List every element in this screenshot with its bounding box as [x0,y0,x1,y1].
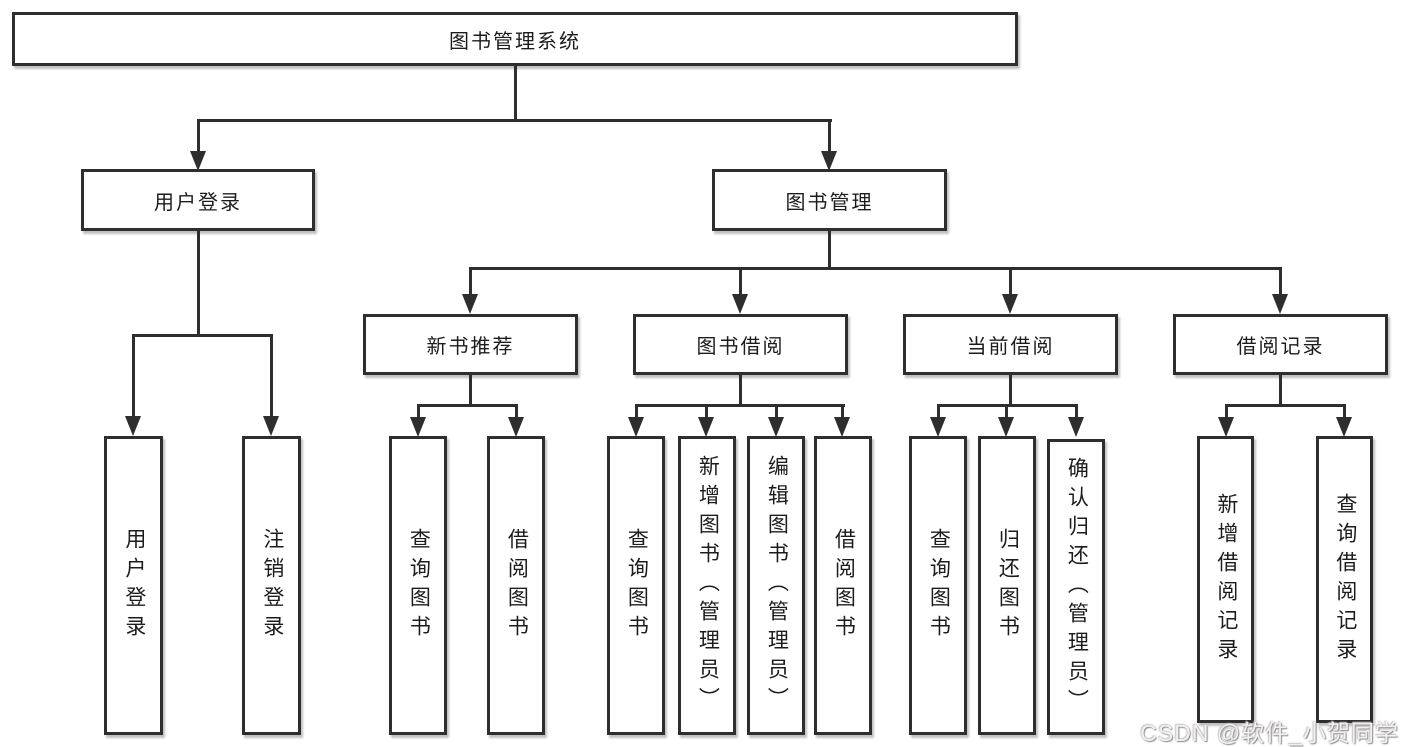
arrow-book-borrow-leaf4 [834,404,851,437]
leaf-query-books-3: 查询图书 [909,436,967,735]
connector-book-mgmt-stem [828,231,831,269]
leaf-return-books: 归还图书 [978,436,1036,735]
leaf-confirm-return-admin: 确认归还（管理员） [1047,439,1105,735]
csdn-watermark: CSDN @软件_小贺同学 [1140,720,1399,746]
node-library-system: 图书管理系统 [12,12,1018,66]
arrow-new-books-leaf1 [410,404,427,437]
arrow-new-books-leaf2 [508,404,525,437]
arrow-current-borrow-leaf3 [1068,404,1085,437]
arrow-borrow-records-leaf2 [1336,404,1353,437]
connector-new-books-stem [469,375,472,406]
node-new-book-recommend: 新书推荐 [363,314,578,375]
arrow-into-logout-leaf [263,334,280,436]
connector-current-borrow-stem [1009,375,1012,406]
arrow-borrow-records-leaf1 [1218,404,1235,437]
arrow-book-borrow-leaf3 [768,404,785,437]
connector-borrow-records-stem [1279,375,1282,406]
arrow-into-user-login [190,119,207,171]
leaf-add-books-admin: 新增图书（管理员） [678,436,736,735]
arrow-current-borrow-leaf2 [998,404,1015,437]
node-borrow-records: 借阅记录 [1173,314,1388,375]
arrow-into-book-management [821,119,838,171]
connector-level3-rail [469,267,1282,270]
leaf-borrow-books-1: 借阅图书 [487,436,545,735]
leaf-query-books-1: 查询图书 [389,436,447,735]
arrow-current-borrow-leaf1 [930,404,947,437]
node-book-borrow: 图书借阅 [633,314,848,375]
connector-borrow-records-rail [1225,404,1346,407]
connector-root-stem [514,66,517,120]
leaf-borrow-books-2: 借阅图书 [814,436,872,735]
arrow-book-borrow-leaf1 [628,404,645,437]
arrow-into-current-borrow [1002,267,1019,314]
arrow-book-borrow-leaf2 [698,404,715,437]
connector-level2-rail [197,119,832,122]
connector-new-books-rail [417,404,518,407]
leaf-logout: 注销登录 [242,436,301,735]
leaf-add-borrow-record: 新增借阅记录 [1197,436,1254,723]
node-current-borrow: 当前借阅 [903,314,1118,375]
arrow-into-borrow-records [1272,267,1289,314]
connector-book-borrow-rail [635,404,845,407]
connector-user-login-stem [197,231,200,336]
leaf-edit-books-admin: 编辑图书（管理员） [747,436,805,735]
connector-user-login-rail [132,334,273,337]
arrow-into-book-borrow [732,267,749,314]
node-book-management: 图书管理 [712,169,947,231]
leaf-query-books-2: 查询图书 [607,436,665,735]
arrow-into-new-books [462,267,479,314]
connector-book-borrow-stem [739,375,742,406]
node-user-login: 用户登录 [81,169,315,231]
leaf-user-login: 用户登录 [104,436,163,735]
leaf-query-borrow-record: 查询借阅记录 [1316,436,1373,723]
arrow-into-user-login-leaf [125,334,142,436]
